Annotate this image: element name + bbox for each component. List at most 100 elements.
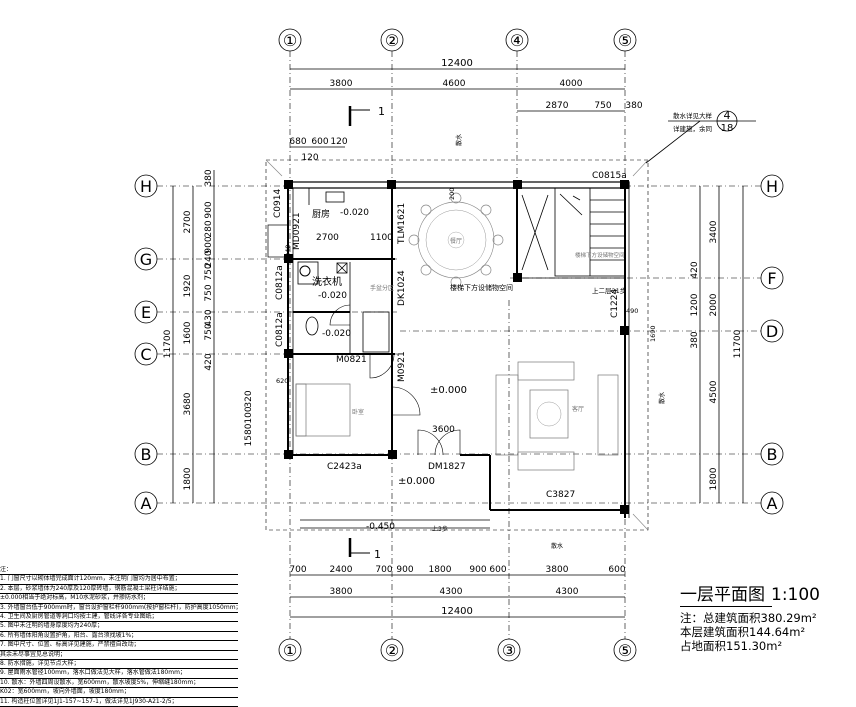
dining-room-label: 餐厅 — [450, 237, 462, 245]
left-axis-C: C — [140, 345, 151, 364]
top-axis-4: ④ — [510, 31, 524, 50]
bottom-dimensions: 700 2400 700 900 1800 900 600 3800 600 3… — [289, 565, 626, 618]
area-total: 注：总建筑面积380.29m² — [680, 611, 850, 625]
note-line: 3. 外墙窗台低于900mm时，窗台设护窗栏杆900mm(按护窗栏杆)，防护高度… — [0, 604, 238, 614]
note-line: 11. 构造柱位置详见1J1-157~157-1，做法详见1J930-A21-2… — [0, 698, 238, 707]
top-dimensions: 12400 3800 4600 4000 2870 750 380 680 60… — [289, 58, 642, 163]
section-cut-1: 1 1 — [348, 105, 385, 561]
dim-left-seg-2: 1920 — [183, 274, 193, 297]
dim-bottom-detail-4: 900 — [396, 565, 413, 575]
note-line: 4. 卫生间及厨房管道等洞口均按土建，管线详各专业图纸； — [0, 613, 238, 623]
door-md0921: MD0921 — [292, 212, 302, 250]
living-room-label: 客厅 — [572, 405, 584, 413]
dim-top-total: 12400 — [441, 58, 473, 69]
area-footprint-label: 占地面积 — [680, 639, 726, 653]
bottom-axis-2: ② — [385, 641, 399, 660]
dim-top-small-2: 600 — [311, 137, 328, 147]
bottom-grid-bubbles: ① ② ③ ⑤ — [278, 638, 637, 662]
left-axis-H: H — [140, 177, 152, 196]
area-total-label: 注：总建筑面积 — [680, 611, 761, 625]
dim-left-detail-5: 240 — [204, 250, 214, 267]
left-axis-A: A — [141, 494, 152, 513]
right-dimensions: 11700 3400 2000 4500 1800 420 1200 380 — [690, 186, 744, 503]
door-m0821: M0821 — [336, 355, 367, 365]
scatter-water-top: 散水 — [455, 134, 463, 146]
note-line: 9. 屋面雨水管径100mm，落水口做法见大样，落水管做法180mm； — [0, 669, 238, 679]
window-c0812-lower: C0812a — [275, 312, 285, 347]
note-line: 6. 所有墙体阳角设置护角，阳台、露台须找坡1%； — [0, 632, 238, 642]
dim-left-detail-9: 430 — [204, 309, 214, 326]
toilet-level: -0.020 — [322, 329, 351, 339]
dim-120-label: 120 — [301, 153, 318, 163]
dim-left-detail-3: 280 — [204, 220, 214, 237]
dim-right-detail-3: 380 — [690, 331, 700, 348]
top-grid-bubbles: ① ② ④ ⑤ — [278, 28, 637, 52]
dim-top-seg-3: 4000 — [560, 79, 583, 89]
scatter-water-right: 散水 — [658, 392, 666, 404]
opening-labels: C0815a C0914 MD0921 TLM1621 DK1024 C0812… — [273, 171, 627, 500]
wet-room-fixtures: 洗衣机 厨房 手盆分区 — [297, 191, 394, 353]
bottom-axis-1: ① — [283, 641, 297, 660]
dim-1690: 1690 — [649, 325, 657, 342]
dim-left-detail-12: 100 — [244, 406, 254, 423]
laundry-level: -0.020 — [318, 291, 347, 301]
dim-right-detail-2: 1200 — [690, 293, 700, 316]
outdoor-level: -0.450 — [366, 522, 395, 532]
area-floor-value: 144.64m² — [749, 625, 806, 639]
dim-left-total: 11700 — [163, 329, 173, 358]
span-2700: 2700 — [316, 233, 339, 243]
dim-top-small-1: 680 — [289, 137, 306, 147]
title-underline — [680, 606, 772, 607]
staircase: 楼梯下方设储物空间 — [521, 187, 626, 277]
dim-left-seg-4: 3680 — [183, 392, 193, 415]
scatter-water-bottom: 散水 — [551, 542, 563, 550]
dining-table: 餐厅 — [408, 192, 504, 288]
drawing-scale: 1:100 — [771, 585, 820, 605]
dim-bottom-detail-8: 3800 — [546, 565, 569, 575]
window-c3827: C3827 — [546, 490, 575, 500]
apron-outline — [265, 159, 649, 531]
dim-right-seg-4: 1800 — [709, 467, 719, 490]
dim-bottom-seg-1: 3800 — [330, 587, 353, 597]
right-axis-D: D — [766, 322, 778, 341]
dim-bottom-detail-1: 700 — [289, 565, 306, 575]
dim-top-detail-1: 2870 — [546, 101, 569, 111]
door-m0921: M0921 — [397, 351, 407, 382]
dim-left-detail-13: 1580 — [244, 423, 254, 446]
top-axis-5: ⑤ — [618, 31, 632, 50]
dim-top-small-3: 120 — [330, 137, 347, 147]
reference-callout: 4 18 散水详见大样 详建施，余同 — [645, 109, 756, 164]
dim-490: 490 — [626, 307, 638, 315]
dim-bottom-detail-7: 600 — [489, 565, 506, 575]
dim-left-detail-8: 750 — [204, 323, 214, 340]
dim-bottom-detail-6: 900 — [469, 565, 486, 575]
level-and-note-labels: -0.020 -0.020 -0.020 ±0.000 ±0.000 -0.45… — [276, 134, 666, 550]
bedroom-furniture: 卧室 — [295, 383, 364, 437]
ref-symbol-numerator: 4 — [724, 109, 731, 122]
dim-bottom-detail-9: 600 — [608, 565, 625, 575]
span-3600: 3600 — [432, 425, 455, 435]
note-line: 注： — [0, 566, 238, 576]
window-c0914: C0914 — [273, 189, 283, 218]
dim-bottom-seg-3: 4300 — [556, 587, 579, 597]
dim-top-seg-2: 4600 — [443, 79, 466, 89]
right-grid-bubbles: H F D B A — [760, 174, 784, 515]
note-line: ±0.000相当于绝对标高，M10水泥砂浆，并掺防水剂； — [0, 594, 238, 604]
dim-top-seg-1: 3800 — [330, 79, 353, 89]
area-footprint-value: 151.30m² — [726, 639, 783, 653]
living-room-furniture: 客厅 — [495, 361, 619, 471]
window-c1224: C1224 — [610, 289, 620, 318]
dim-top-detail-3: 380 — [625, 101, 642, 111]
right-axis-F: F — [767, 269, 776, 288]
note-line: 5. 图中未注明的墙身厚度均为240厚； — [0, 622, 238, 632]
area-footprint: 占地面积151.30m² — [680, 639, 850, 653]
door-tlm1621: TLM1621 — [397, 203, 407, 245]
dim-left-detail-10: 420 — [204, 353, 214, 370]
window-c0812-upper: C0812a — [275, 265, 285, 300]
section-bottom-number: 1 — [374, 548, 381, 561]
dim-right-seg-3: 4500 — [709, 380, 719, 403]
sink-zone-label: 手盆分区 — [370, 284, 394, 292]
note-line: K02：宽600mm，坡向外墙面，坡度180mm； — [0, 688, 238, 698]
